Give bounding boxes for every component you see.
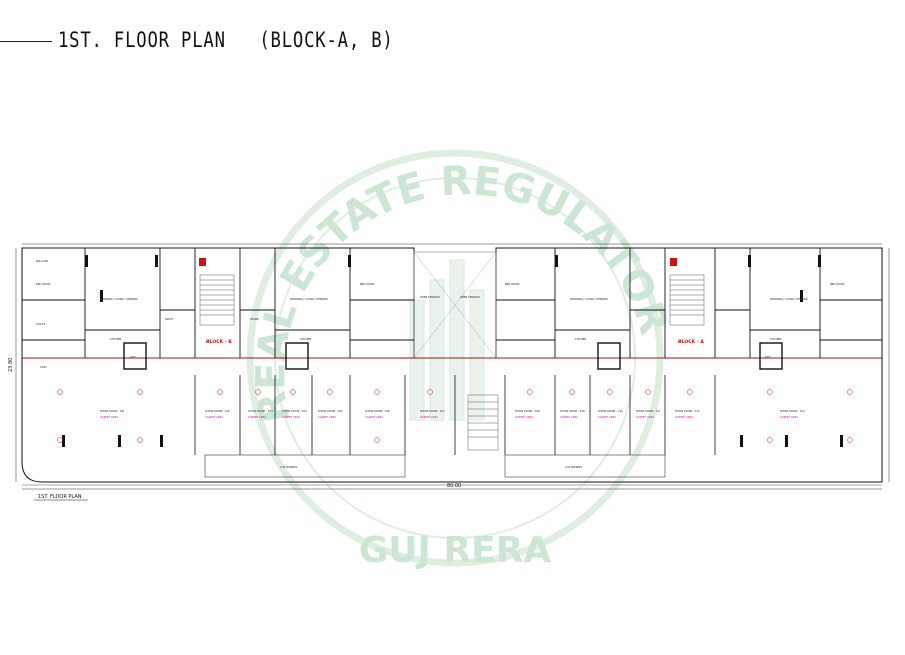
room-label-balcony: BALCONY [36, 259, 49, 263]
carpet-area-label: CARPET AREA [420, 415, 438, 419]
room-label-drawing: DRAWING / LIVING / DINNING [570, 297, 608, 301]
block-b-label: BLOCK - B [206, 339, 232, 345]
room-label-kitchen: KITCHEN [110, 337, 121, 341]
room-label-bed: BED ROOM [36, 282, 50, 286]
width-dimension: 80.00 [447, 483, 461, 489]
room-label-void: VOID [40, 365, 47, 369]
columns [62, 255, 843, 447]
showroom-label: SHOW ROOM - 102 [205, 409, 230, 413]
room-label-lift: LIFT [765, 355, 771, 359]
carpet-area-label: CARPET AREA [318, 415, 336, 419]
room-label-kitchen: KITCHEN [770, 337, 781, 341]
room-label-store: STORE [250, 317, 259, 321]
room-label-drawing: DRAWING / LIVING / DINNING [290, 297, 328, 301]
showroom-label: SHOW ROOM - 101 [100, 409, 125, 413]
carpet-area-label: CARPET AREA [636, 415, 654, 419]
room-label-toilet: TOILET [36, 322, 45, 326]
stair-marker [670, 258, 677, 266]
room-label-kitchen: KITCHEN [300, 337, 311, 341]
watermark-bottom-text: GUJ RERA [359, 530, 552, 571]
room-label-bed: BED ROOM [505, 282, 519, 286]
room-label-wash: WASH [165, 317, 173, 321]
showroom-label: SHOW ROOM - 109 [560, 409, 585, 413]
carpet-area-label: CARPET AREA [598, 415, 616, 419]
room-label-lift: LIFT [130, 355, 136, 359]
showroom-label: SHOW ROOM - 112 [675, 409, 700, 413]
showroom-label: SHOW ROOM - 106 [365, 409, 390, 413]
showroom-label: SHOW ROOM - 113 [780, 409, 805, 413]
carpet-area-label: CARPET AREA [365, 415, 383, 419]
dimension-lines [15, 243, 890, 490]
carpet-area-label: CARPET AREA [248, 415, 266, 419]
room-label-drawing: DRAWING / LIVING / DINNING [100, 297, 138, 301]
room-label-kitchen: KITCHEN [575, 337, 586, 341]
showroom-partitions [194, 375, 716, 478]
showroom-label: SHOW ROOM - 105 [318, 409, 343, 413]
room-label-open-terrace: OPEN TERRACE [460, 295, 480, 299]
rera-watermark: REAL ESTATE REGULATORY AUTHORITY GUJ RER… [0, 0, 676, 571]
carpet-area-label: CARPET AREA [205, 415, 223, 419]
room-label-bed: BED ROOM [830, 282, 844, 286]
room-label-open-terrace: OPEN TERRACE [420, 295, 440, 299]
showroom-label: SHOW ROOM - 108 [515, 409, 540, 413]
carpet-area-label: CARPET AREA [560, 415, 578, 419]
block-a-label: BLOCK - A [678, 339, 704, 345]
room-label-parking: 2-W PARKING [280, 465, 297, 469]
room-labels: BALCONY BED ROOM DRAWING / LIVING / DINN… [36, 259, 844, 469]
showroom-labels: SHOW ROOM - 101 CARPET AREA SHOW ROOM - … [100, 409, 805, 419]
showroom-label: SHOW ROOM - 104 [282, 409, 307, 413]
showroom-label: SHOW ROOM - 110 [598, 409, 623, 413]
showroom-label: SHOW ROOM - 111 [636, 409, 661, 413]
room-label-bed: BED ROOM [360, 282, 374, 286]
watermark-arc-text: REAL ESTATE REGULATORY AUTHORITY [0, 0, 676, 426]
plan-caption: 1ST. FLOOR PLAN [38, 494, 82, 500]
carpet-area-label: CARPET AREA [515, 415, 533, 419]
room-label-drawing: DRAWING / LIVING / DINNING [770, 297, 808, 301]
page-title: 1ST. FLOOR PLAN (BLOCK-A, B) [58, 28, 394, 52]
stair-marker [199, 258, 206, 266]
room-label-parking: 2-W PARKING [565, 465, 582, 469]
depth-dimension: 23.80 [8, 358, 14, 372]
carpet-area-label: CARPET AREA [675, 415, 693, 419]
electrical-points [57, 389, 853, 443]
carpet-area-label: CARPET AREA [780, 415, 798, 419]
carpet-area-label: CARPET AREA [100, 415, 118, 419]
showroom-label: SHOW ROOM - 107 [420, 409, 445, 413]
building-outline [21, 247, 883, 486]
carpet-area-label: CARPET AREA [282, 415, 300, 419]
staircases [199, 274, 705, 451]
lift-shafts [123, 342, 783, 370]
title-rule [0, 41, 52, 42]
showroom-label: SHOW ROOM - 103 [248, 409, 273, 413]
